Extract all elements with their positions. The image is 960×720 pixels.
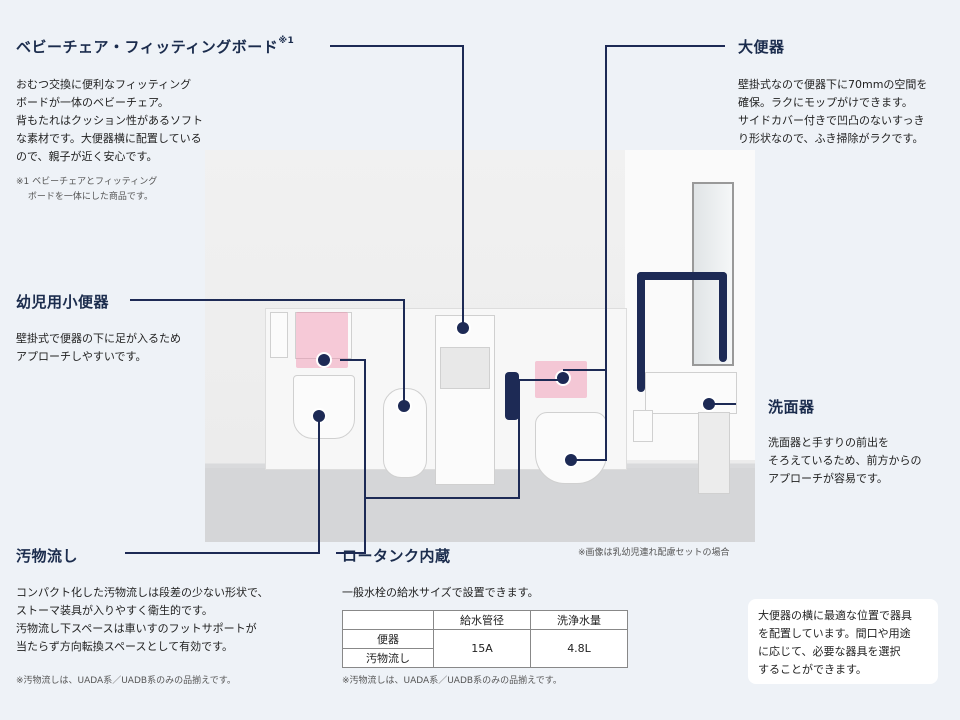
baby-chair-title: ベビーチェア・フィッティングボード※1: [16, 36, 295, 56]
baby-chair-footnote: ※1 ベビーチェアとフィッティング ボードを一体にした商品です。: [16, 177, 158, 202]
low-tank-title: ロータンク内蔵: [342, 547, 451, 565]
info-box: 大便器の横に最適な位置で器具 を配置しています。間口や用途 に応じて、必要な器具…: [748, 599, 938, 684]
spec-header-pipe: 給水管径: [433, 610, 531, 630]
slop-sink-description: コンパクト化した汚物流しは段差の少ない形状で、 ストーマ装具が入りやすく衛生的で…: [16, 586, 269, 653]
child-urinal-sensor: [270, 312, 288, 358]
washbasin-counter: [645, 372, 737, 414]
toilet-marker: [555, 370, 571, 386]
photo-caption: ※画像は乳幼児連れ配慮セットの場合: [578, 548, 730, 558]
grab-bar-top: [637, 272, 727, 280]
toilet-bowl: [535, 412, 607, 484]
spec-header-flush: 洗浄水量: [530, 610, 628, 630]
paper-holder: [633, 410, 653, 442]
fitting-board: [440, 347, 490, 389]
washbasin-marker: [701, 396, 717, 412]
child-urinal-title: 幼児用小便器: [16, 293, 110, 311]
baby-chair-marker: [316, 352, 332, 368]
washbasin-cabinet: [698, 412, 730, 494]
spec-row-slop-sink: 汚物流し: [342, 648, 434, 668]
toilet-title: 大便器: [738, 38, 785, 56]
spec-table: 給水管径 洗浄水量 便器 15A 4.8L 汚物流し: [342, 610, 628, 668]
child-urinal: [293, 375, 355, 439]
spec-flush-value: 4.8L: [530, 629, 628, 668]
low-tank-cabinet: [435, 315, 495, 485]
low-tank-description: 一般水栓の給水サイズで設置できます。: [342, 586, 539, 599]
baby-chair-description: おむつ交換に便利なフィッティング ボードが一体のベビーチェア。 背もたれはクッシ…: [16, 78, 203, 163]
grab-bar-left: [637, 272, 645, 392]
grab-bar-small: [505, 372, 519, 420]
spec-pipe-value: 15A: [433, 629, 531, 668]
baby-chair-board-marker: [455, 320, 471, 336]
low-tank-footnote: ※汚物流しは、UADA系／UADB系のみの品揃えです。: [342, 676, 562, 686]
child-urinal-marker: [311, 408, 327, 424]
washbasin-description: 洗面器と手すりの前出を そろえているため、前方からの アプローチが容易です。: [768, 436, 922, 485]
spec-row-toilet: 便器: [342, 629, 434, 649]
toilet-description: 壁掛式なので便器下に70mmの空間を 確保。ラクにモップがけできます。 サイドカ…: [738, 78, 928, 145]
restroom-photo: [205, 150, 755, 542]
toilet-bowl-marker: [563, 452, 579, 468]
spec-table-corner: [342, 610, 434, 630]
child-urinal-description: 壁掛式で便器の下に足が入るため アプローチしやすいです。: [16, 332, 181, 363]
info-box-text: 大便器の横に最適な位置で器具 を配置しています。間口や用途 に応じて、必要な器具…: [758, 609, 912, 676]
slop-sink-title: 汚物流し: [16, 547, 79, 565]
urinal-marker: [396, 398, 412, 414]
washbasin-title: 洗面器: [768, 398, 815, 416]
slop-sink-footnote: ※汚物流しは、UADA系／UADB系のみの品揃えです。: [16, 676, 236, 686]
grab-bar-right: [719, 272, 727, 362]
